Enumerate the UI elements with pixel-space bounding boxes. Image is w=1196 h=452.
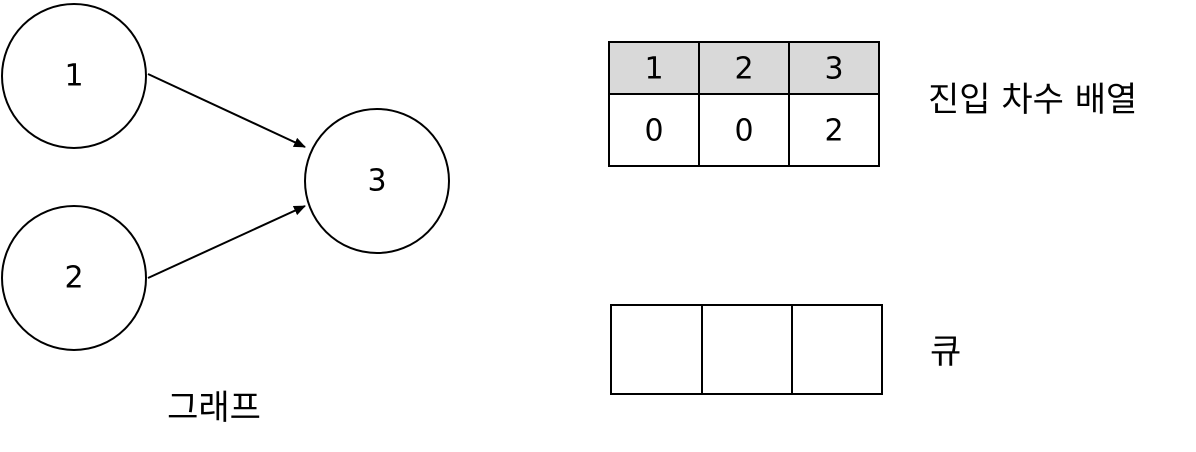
indegree-value-cell — [698, 93, 790, 167]
indegree-value: 0 — [644, 114, 663, 149]
edge-2-to-3 — [147, 205, 306, 279]
node-label: 1 — [64, 59, 83, 94]
node-circle — [304, 108, 450, 254]
graph-node-1: 1 — [1, 3, 147, 149]
queue-cell — [791, 304, 883, 395]
queue-array — [610, 304, 883, 395]
node-circle — [1, 205, 147, 351]
indegree-value-cell — [608, 93, 700, 167]
queue-cell — [610, 304, 703, 395]
node-label: 2 — [64, 261, 83, 296]
node-circle — [1, 3, 147, 149]
queue-caption: 큐 — [930, 332, 961, 372]
graph-node-2: 2 — [1, 205, 147, 351]
graph-edges — [147, 73, 306, 279]
node-label: 3 — [367, 164, 386, 199]
edge-1-to-3 — [147, 73, 306, 148]
indegree-value: 0 — [734, 114, 753, 149]
graph-caption: 그래프 — [167, 388, 261, 428]
indegree-header-label: 3 — [824, 52, 843, 87]
indegree-header-label: 1 — [644, 52, 663, 87]
indegree-value: 2 — [824, 114, 843, 149]
queue-cell — [701, 304, 793, 395]
indegree-array: 1 2 3 0 0 2 — [608, 41, 880, 167]
indegree-caption: 진입 차수 배열 — [928, 80, 1137, 120]
indegree-header-label: 2 — [734, 52, 753, 87]
indegree-value-cell — [788, 93, 880, 167]
graph-node-3: 3 — [304, 108, 450, 254]
